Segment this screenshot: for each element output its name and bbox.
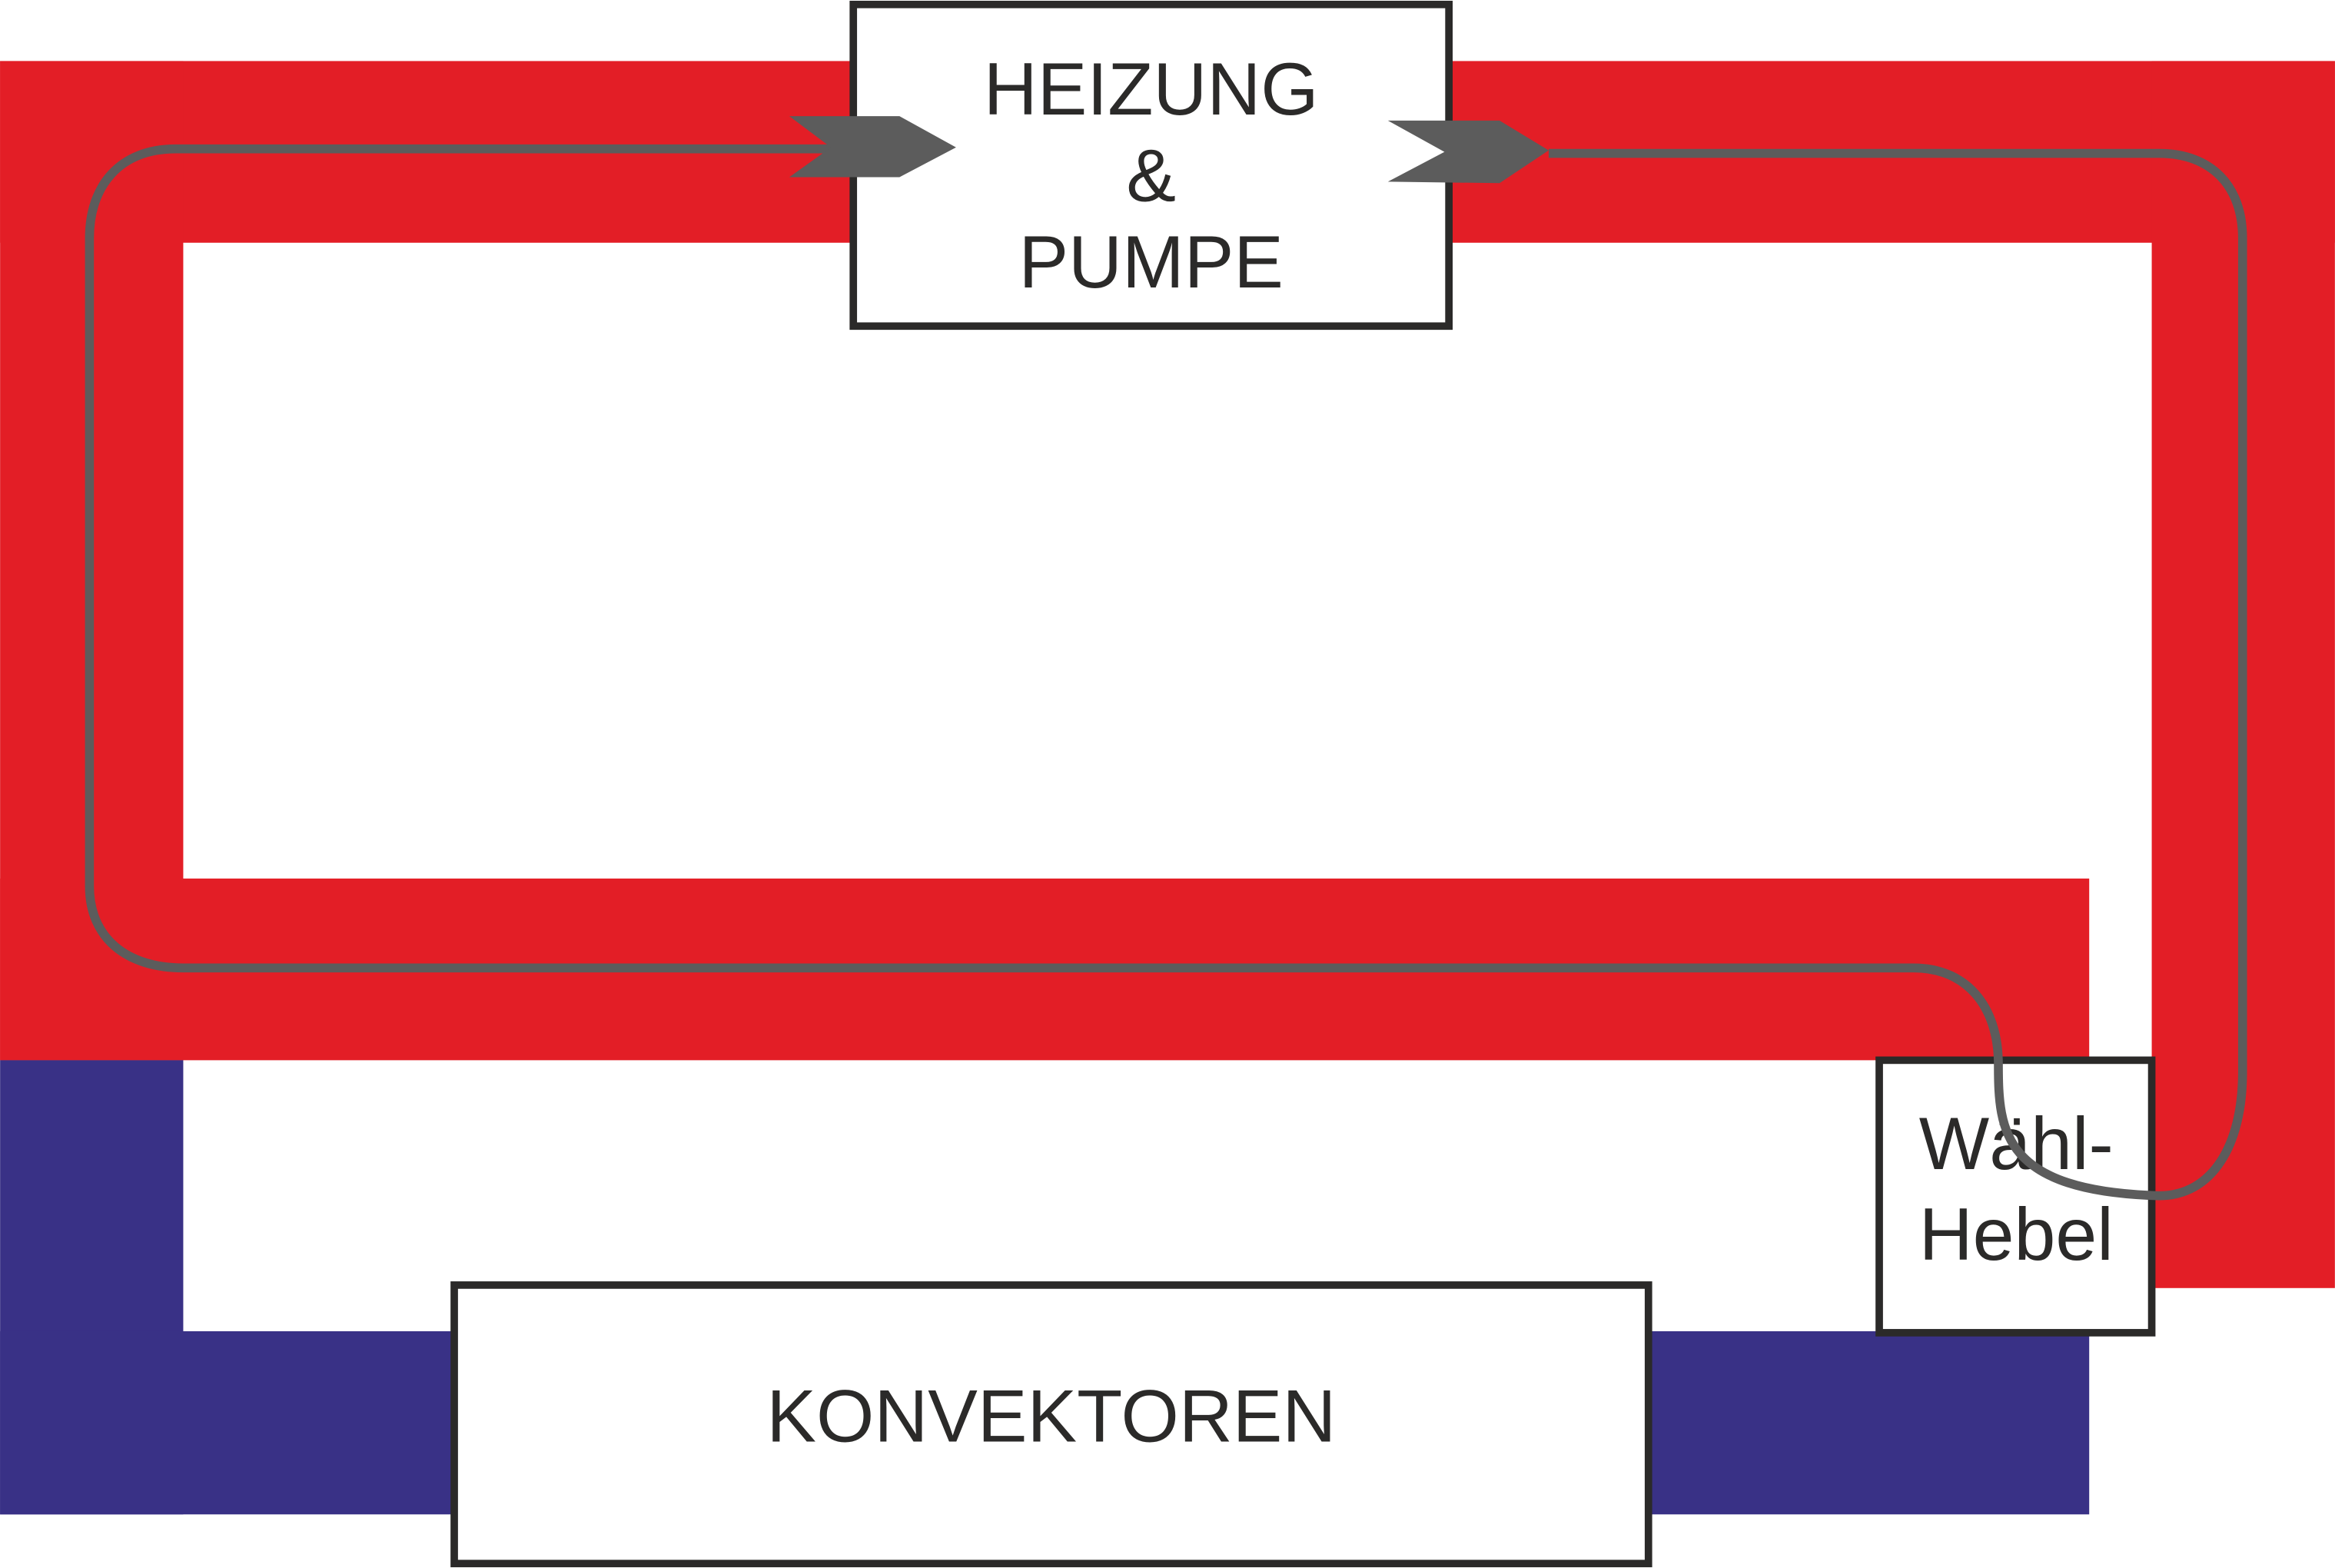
selector-label-line2: Hebel bbox=[1919, 1192, 2114, 1276]
heater-label-line1: HEIZUNG bbox=[984, 47, 1319, 131]
heater-label-line2: & bbox=[1126, 134, 1176, 218]
inflow-arrow-icon bbox=[789, 116, 956, 178]
control-line bbox=[85, 144, 2247, 1201]
heater-pump-box: HEIZUNG & PUMPE bbox=[849, 0, 1453, 331]
outflow-arrow-icon bbox=[1387, 120, 1549, 184]
convector-box: KONVEKTOREN bbox=[450, 1281, 1652, 1568]
convector-label: KONVEKTOREN bbox=[766, 1374, 1336, 1457]
heater-label-line3: PUMPE bbox=[1018, 220, 1283, 304]
